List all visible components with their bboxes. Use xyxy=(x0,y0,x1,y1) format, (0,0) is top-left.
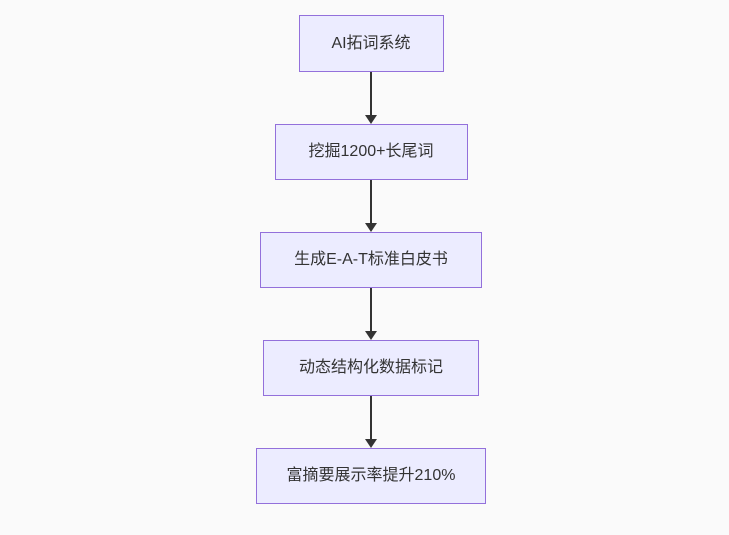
arrow-line xyxy=(370,288,372,332)
flow-node-eat-whitepaper: 生成E-A-T标准白皮书 xyxy=(260,232,482,288)
flow-node-longtail-keywords: 挖掘1200+长尾词 xyxy=(274,124,468,180)
flow-arrow xyxy=(365,396,377,448)
arrow-line xyxy=(370,72,372,116)
flow-column: AI拓词系统 挖掘1200+长尾词 生成E-A-T标准白皮书 动态结构化数据标记 xyxy=(256,15,486,504)
flow-node-ai-word-system: AI拓词系统 xyxy=(298,15,444,72)
flow-node-rich-snippet-result: 富摘要展示率提升210% xyxy=(256,448,486,504)
flow-arrow xyxy=(365,180,377,232)
arrow-head-icon xyxy=(365,439,377,448)
flow-node-label: 生成E-A-T标准白皮书 xyxy=(294,251,448,268)
arrow-head-icon xyxy=(365,331,377,340)
arrow-line xyxy=(370,396,372,440)
flow-node-structured-data: 动态结构化数据标记 xyxy=(263,340,479,396)
arrow-head-icon xyxy=(365,223,377,232)
flow-node-label: 动态结构化数据标记 xyxy=(298,359,443,376)
flow-node-label: AI拓词系统 xyxy=(331,34,411,52)
flow-arrow xyxy=(365,72,377,124)
arrow-head-icon xyxy=(365,115,377,124)
flow-node-label: 挖掘1200+长尾词 xyxy=(308,143,434,160)
flow-node-label: 富摘要展示率提升210% xyxy=(286,467,456,484)
flow-arrow xyxy=(365,288,377,340)
arrow-line xyxy=(370,180,372,224)
